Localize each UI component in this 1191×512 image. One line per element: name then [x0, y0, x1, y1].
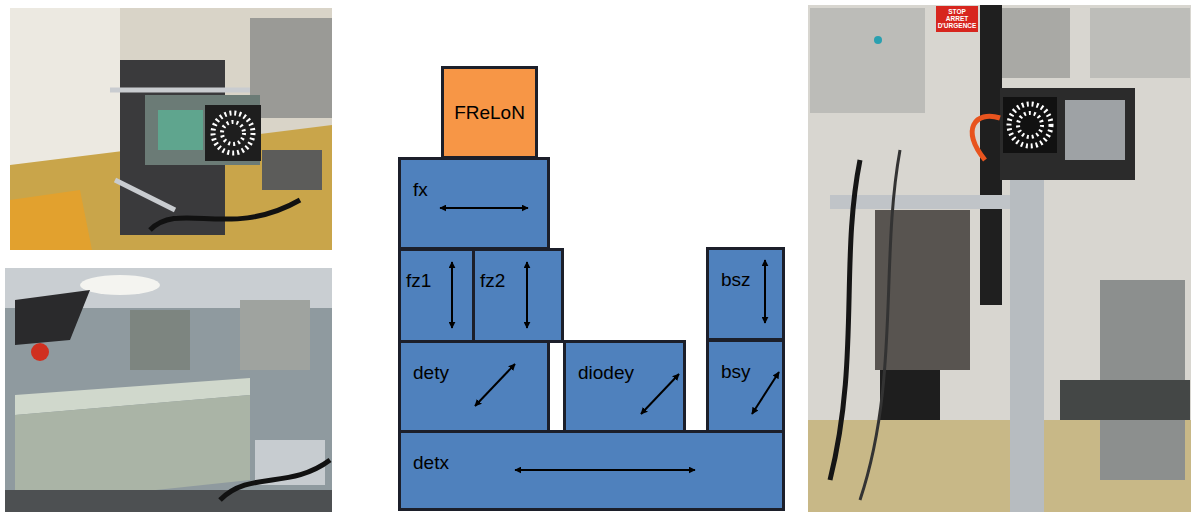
floor-equipment [10, 190, 92, 250]
motor-stage-box: diodey [563, 340, 686, 433]
rack-equipment [250, 18, 332, 118]
emergency-stop-sign: STOP ARRET D'URGENCE [936, 6, 978, 32]
frame-bar [115, 180, 175, 210]
cable-bundle [15, 290, 90, 345]
stage-name: fx [413, 179, 535, 201]
detector-housing [145, 95, 260, 165]
cable [860, 150, 900, 500]
motion-arrow [752, 372, 779, 414]
emergency-button [31, 343, 49, 361]
photo-background [808, 5, 1191, 512]
motor-controller [880, 370, 940, 420]
lab-floor [5, 490, 332, 512]
sign-text: STOP ARRET D'URGENCE [937, 8, 977, 29]
motor-stage-box: fz2 [472, 248, 564, 343]
setup-photo [808, 5, 1191, 512]
motor-stage-box: bsy [706, 339, 785, 433]
detector-logo-panel [205, 105, 261, 161]
lab-wall [10, 8, 120, 178]
optical-rail [1060, 380, 1190, 420]
stage-name: detx [413, 452, 770, 474]
detector-logo [1018, 113, 1042, 137]
setup-photo [10, 8, 332, 250]
motion-arrow [515, 469, 695, 471]
detector-window [158, 110, 203, 150]
detector-logo [222, 122, 244, 144]
indicator-light [874, 36, 882, 44]
frame-bar [110, 88, 250, 93]
motor-stage-box: bsz [706, 247, 785, 341]
frame-post [1010, 180, 1044, 512]
detector-logo [1009, 104, 1051, 146]
electrical-cabinet [810, 8, 925, 113]
stage-name: fz2 [480, 270, 556, 292]
detector-logo-panel [1003, 97, 1057, 153]
cable-tray [1090, 8, 1190, 78]
motion-arrow [764, 260, 766, 323]
stage-name: bsz [721, 269, 770, 291]
table-body [15, 395, 250, 505]
photo-background [10, 8, 332, 250]
detector-box: FReLoN [441, 66, 538, 159]
stage-name: fz1 [406, 270, 481, 292]
stage-name: dety [413, 362, 535, 384]
stage-name: bsy [721, 361, 770, 383]
cable [830, 160, 860, 480]
stage-name: diodey [578, 362, 671, 384]
motor-stage-box: fx [398, 157, 550, 250]
detector-housing [1000, 88, 1135, 180]
cable [150, 200, 300, 230]
frame-bar [830, 195, 1030, 209]
photo-background [5, 268, 332, 512]
stage-name: FReLoN [454, 102, 525, 124]
detector-logo [213, 113, 253, 153]
motor-stage-box: detx [398, 430, 785, 511]
cable [972, 116, 1000, 160]
motion-arrow [526, 262, 528, 328]
detector-electronics [1065, 100, 1125, 160]
ceiling-light [80, 275, 160, 295]
motion-arrow [641, 374, 679, 414]
setup-photo [5, 268, 332, 512]
stage-equipment [262, 150, 322, 190]
motion-arrow [451, 262, 453, 328]
stage-equipment [130, 310, 190, 370]
motor-stage-box: dety [398, 340, 550, 433]
motion-arrow [440, 207, 528, 209]
rack-equipment [240, 300, 310, 370]
motion-arrow [475, 364, 515, 406]
cable [220, 460, 330, 500]
